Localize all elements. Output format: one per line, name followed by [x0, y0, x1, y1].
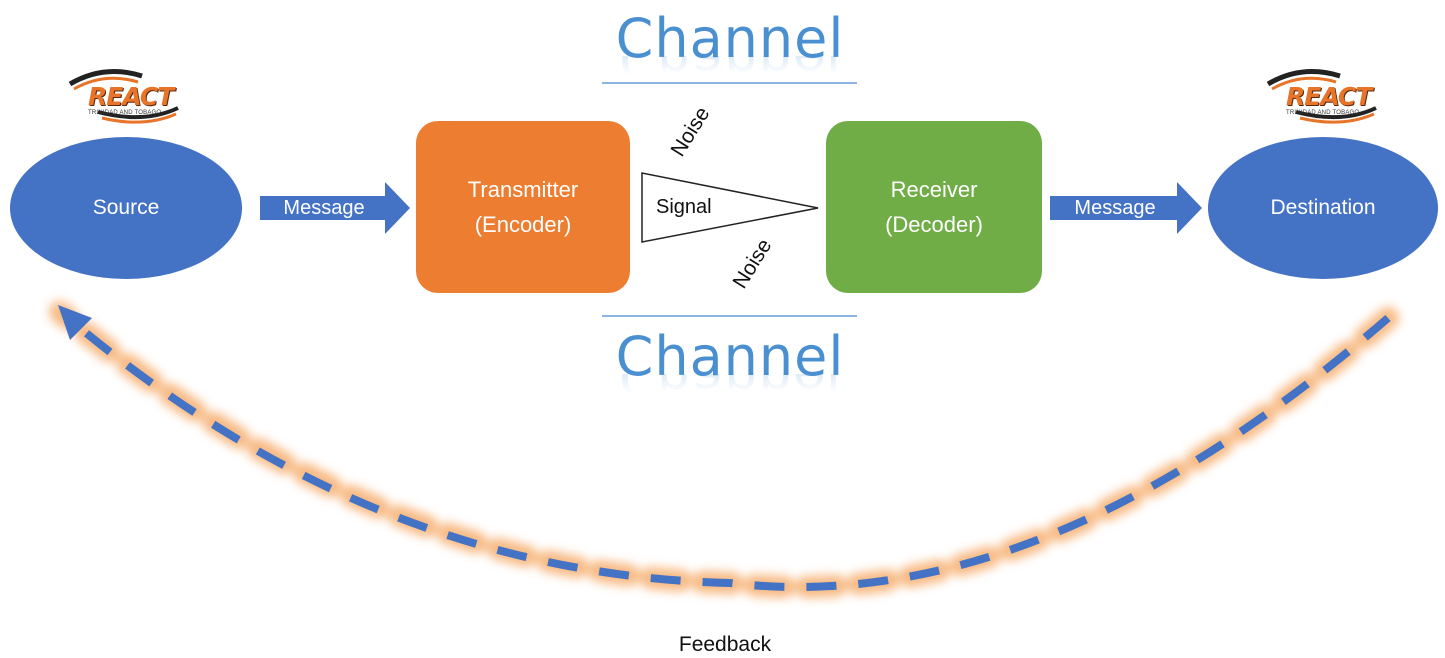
message-label-left: Message: [283, 196, 365, 219]
channel-title-bottom-reflection: Channel: [600, 374, 860, 404]
message-arrow-left: [260, 182, 410, 234]
transmitter-label: Transmitter: [467, 176, 579, 202]
message-label-right: Message: [1074, 196, 1156, 219]
message-arrow-right: [1050, 182, 1202, 234]
feedback-arc: [77, 314, 1391, 592]
channel-title-bottom: Channel: [615, 325, 845, 388]
react-logo-right: REACT TRINIDAD AND TOBAGO: [1262, 64, 1382, 126]
transmitter-box: Transmitter (Encoder): [416, 121, 630, 293]
source-node: Source: [10, 137, 242, 279]
destination-node: Destination: [1208, 137, 1438, 279]
channel-title-top: Channel: [615, 7, 845, 70]
feedback-arrowhead: [58, 305, 92, 340]
feedback-label: Feedback: [678, 633, 772, 656]
destination-label: Destination: [1270, 196, 1376, 219]
signal-label: Signal: [656, 196, 712, 218]
react-logo-left-subtitle: TRINIDAD AND TOBAGO: [88, 110, 162, 116]
signal-triangle: [641, 172, 819, 243]
react-logo-left-word: REACT: [88, 82, 174, 111]
receiver-box: Receiver (Decoder): [826, 121, 1042, 293]
channel-line-bottom: [602, 315, 857, 317]
receiver-label: Receiver: [890, 176, 978, 202]
react-logo-right-subtitle: TRINIDAD AND TOBAGO: [1286, 110, 1360, 116]
channel-line-top: [602, 82, 857, 84]
source-label: Source: [92, 196, 160, 219]
decoder-label: (Decoder): [885, 212, 983, 237]
react-logo-left: REACT TRINIDAD AND TOBAGO: [64, 64, 184, 126]
react-logo-right-word: REACT: [1286, 82, 1372, 111]
encoder-label: (Encoder): [474, 212, 572, 237]
